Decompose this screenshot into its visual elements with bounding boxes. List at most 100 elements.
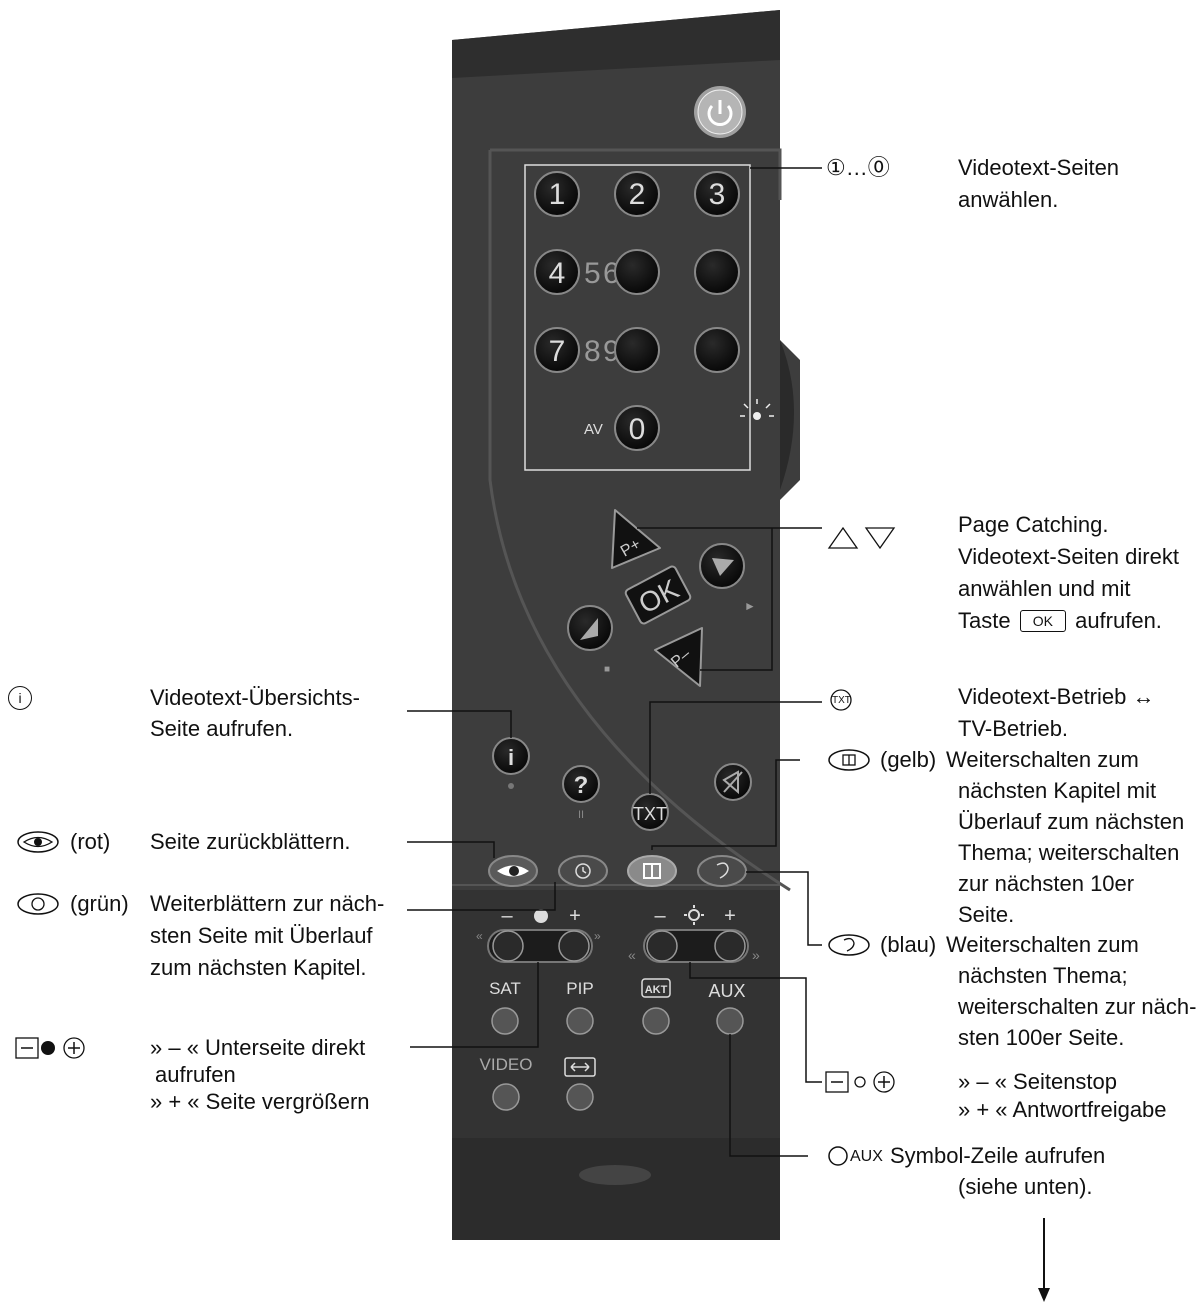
green-key-icon [17,893,59,915]
blue-key-icon [828,934,870,956]
p-plus-button[interactable]: P+ [611,509,661,569]
source-keys: SAT PIP AKT AUX VIDEO [480,978,746,1111]
yellow-text-2: nächsten Kapitel mit [958,778,1157,803]
ok-key-box: OK [1019,610,1066,632]
left-rocker[interactable]: – + « » [476,905,601,963]
key-5-6[interactable] [614,249,660,295]
txt-key-label: TXT [633,804,667,824]
page-stop-text-2: » + « Antwortfreigabe [958,1097,1167,1122]
sub-page-text-1: » – « Unterseite direkt [150,1035,366,1060]
pip-label: PIP [566,979,593,998]
yellow-text-4: Thema; weiterschalten [958,840,1180,865]
nav-cluster: P+ ► OK ■ P– [567,509,756,687]
digit-keys: 1 2 3 4 5 6 7 8 9 AV 0 [534,171,774,451]
ok-button[interactable]: OK [624,565,692,625]
digits-text-1: Videotext-Seiten [958,155,1120,180]
yellow-text-5: zur nächsten 10er [958,871,1135,896]
page-catching-text-1: Page Catching. [958,512,1109,537]
aux-button[interactable] [716,1007,744,1035]
info-text-2: Seite aufrufen. [150,716,294,741]
pip-button[interactable] [566,1007,594,1035]
help-key-label: ? [574,772,589,799]
page-catching-text-4a: Taste [958,608,1011,633]
page-catching-text-4: Taste OK aufrufen. [958,606,1162,636]
txt-text-1: Videotext-Betrieb ↔ [958,684,1155,709]
sat-label: SAT [489,979,521,998]
blue-text-2: nächsten Thema; [958,963,1128,988]
video-label: VIDEO [480,1055,533,1074]
aux-key-icon [828,1146,848,1166]
key-3[interactable]: 3 [694,171,740,217]
green-text-1: Weiterblättern zur näch- [150,891,385,916]
yellow-text-1: Weiterschalten zum [946,747,1139,772]
rewind-small-icon: « [476,929,483,943]
txt-text-2: TV-Betrieb. [958,716,1069,741]
p-minus-icon [864,527,896,550]
key-2[interactable]: 2 [614,171,660,217]
page-catching-text-3: anwählen und mit [958,576,1131,601]
key-7[interactable]: 7 [534,327,580,373]
yellow-button[interactable] [627,855,677,887]
mute-button[interactable] [714,763,752,801]
help-button[interactable]: ? II [562,765,600,821]
txt-icon [830,689,852,711]
red-text-1: Seite zurückblättern. [150,829,351,854]
play-icon: ► [744,599,756,613]
power-button[interactable] [694,86,746,138]
key-2-label: 2 [629,178,646,211]
blue-text-4: sten 100er Seite. [958,1025,1125,1050]
digits-text-2: anwählen. [958,187,1059,212]
page-stop-rocker-icon [825,1071,895,1093]
right-rocker[interactable]: – + « » [628,905,760,963]
txt-symbol: TXT [832,695,851,706]
key-0[interactable]: 0 [614,405,660,451]
green-text-2: sten Seite mit Überlauf [150,923,373,948]
pause-icon: II [578,809,584,821]
sat-button[interactable] [491,1007,519,1035]
info-circle-symbol: i [8,686,32,710]
leader-lines [407,167,822,1157]
blue-color: (blau) [880,932,937,957]
key-8-9[interactable] [614,327,660,373]
key-4[interactable]: 4 [534,249,580,295]
aux-label: AUX [708,981,745,1001]
right-rocker-plus: + [724,905,736,927]
red-button[interactable] [488,855,538,887]
p-plus-icon [827,526,859,549]
left-rocker-plus: + [569,905,581,927]
green-color: (grün) [70,891,129,916]
key-4-label: 4 [549,257,566,290]
stop-icon: ■ [604,664,610,675]
callout-symbols [15,526,896,1166]
key-8-label: 8 [584,335,601,368]
akt-label: AKT [645,984,668,996]
rewind-icon: « [628,947,636,963]
info-text-1: Videotext-Übersichts- [150,685,360,710]
red-key-icon [17,831,59,853]
info-key-label: i [508,745,514,770]
page-stop-text-1: » – « Seitenstop [958,1069,1118,1094]
forward-small-icon: » [594,929,601,943]
key-blank-right-2[interactable] [694,327,740,373]
key-1[interactable]: 1 [534,171,580,217]
akt-button[interactable] [642,1007,670,1035]
key-blank-right-1[interactable] [694,249,740,295]
arrow-right-button[interactable] [699,543,745,589]
blue-text-3: weiterschalten zur näch- [958,994,1197,1019]
arrow-left-button[interactable] [567,605,613,651]
keypad-frame [524,164,751,471]
green-button[interactable] [558,855,608,887]
av-label: AV [584,421,603,438]
video-button[interactable] [492,1083,520,1111]
format-button[interactable] [566,1083,594,1111]
blue-button[interactable] [697,855,747,887]
aux-symbol: AUX [850,1148,883,1165]
blue-text-1: Weiterschalten zum [946,932,1139,957]
right-rocker-minus: – [654,905,666,927]
aux-text-1: Symbol-Zeile aufrufen [890,1143,1106,1168]
digits-symbol: ①…⓪ [826,155,890,180]
txt-button[interactable]: TXT [631,793,669,831]
yellow-text-6: Seite. [958,902,1015,927]
